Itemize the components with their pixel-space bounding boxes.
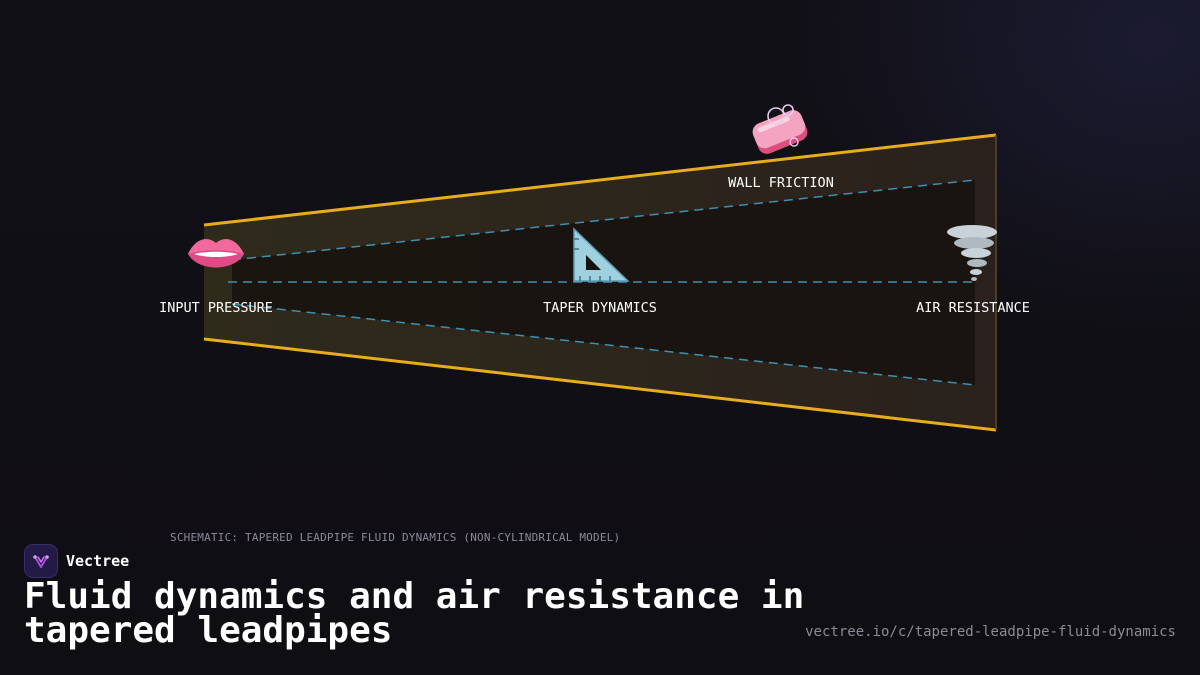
vectree-logo-icon	[24, 544, 58, 578]
tornado-icon	[947, 225, 997, 281]
source-url: vectree.io/c/tapered-leadpipe-fluid-dyna…	[805, 624, 1176, 640]
pipe-top-edge	[203, 133, 997, 227]
soap-icon	[752, 104, 808, 154]
pipe-bottom-edge	[203, 337, 997, 432]
page-title: Fluid dynamics and air resistance in tap…	[24, 576, 805, 651]
lips-icon	[188, 239, 244, 268]
flow-line-upper	[231, 179, 976, 261]
node-label-taper-dynamics: TAPER DYNAMICS	[543, 300, 657, 316]
node-label-input-pressure: INPUT PRESSURE	[159, 300, 273, 316]
flow-line-lower	[231, 303, 976, 386]
node-label-wall-friction: WALL FRICTION	[728, 175, 834, 191]
triangular-ruler-icon	[573, 227, 630, 282]
brand-name: Vectree	[66, 552, 130, 570]
diagram-caption: SCHEMATIC: TAPERED LEADPIPE FLUID DYNAMI…	[170, 531, 621, 544]
brand: Vectree	[24, 544, 129, 578]
node-label-air-resistance: AIR RESISTANCE	[916, 300, 1030, 316]
